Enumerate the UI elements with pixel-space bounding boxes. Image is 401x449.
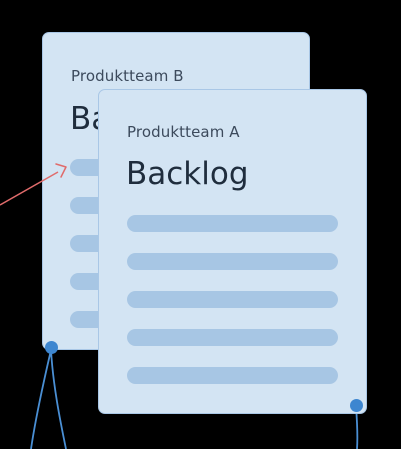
connection-handle[interactable]: [350, 399, 363, 412]
card-team-label: Produktteam A: [127, 123, 240, 141]
backlog-line: [127, 367, 338, 384]
backlog-line: [127, 291, 338, 308]
card-title: Backlog: [126, 156, 249, 192]
connection-handle[interactable]: [45, 341, 58, 354]
connector-line-left-inner: [50, 349, 67, 449]
card-team-label: Produktteam B: [71, 67, 184, 85]
connector-line-left-outer: [30, 349, 52, 449]
backlog-card-produktteam-a[interactable]: Produktteam A Backlog: [98, 89, 367, 414]
backlog-line: [127, 253, 338, 270]
backlog-line: [127, 215, 338, 232]
backlog-line: [127, 329, 338, 346]
